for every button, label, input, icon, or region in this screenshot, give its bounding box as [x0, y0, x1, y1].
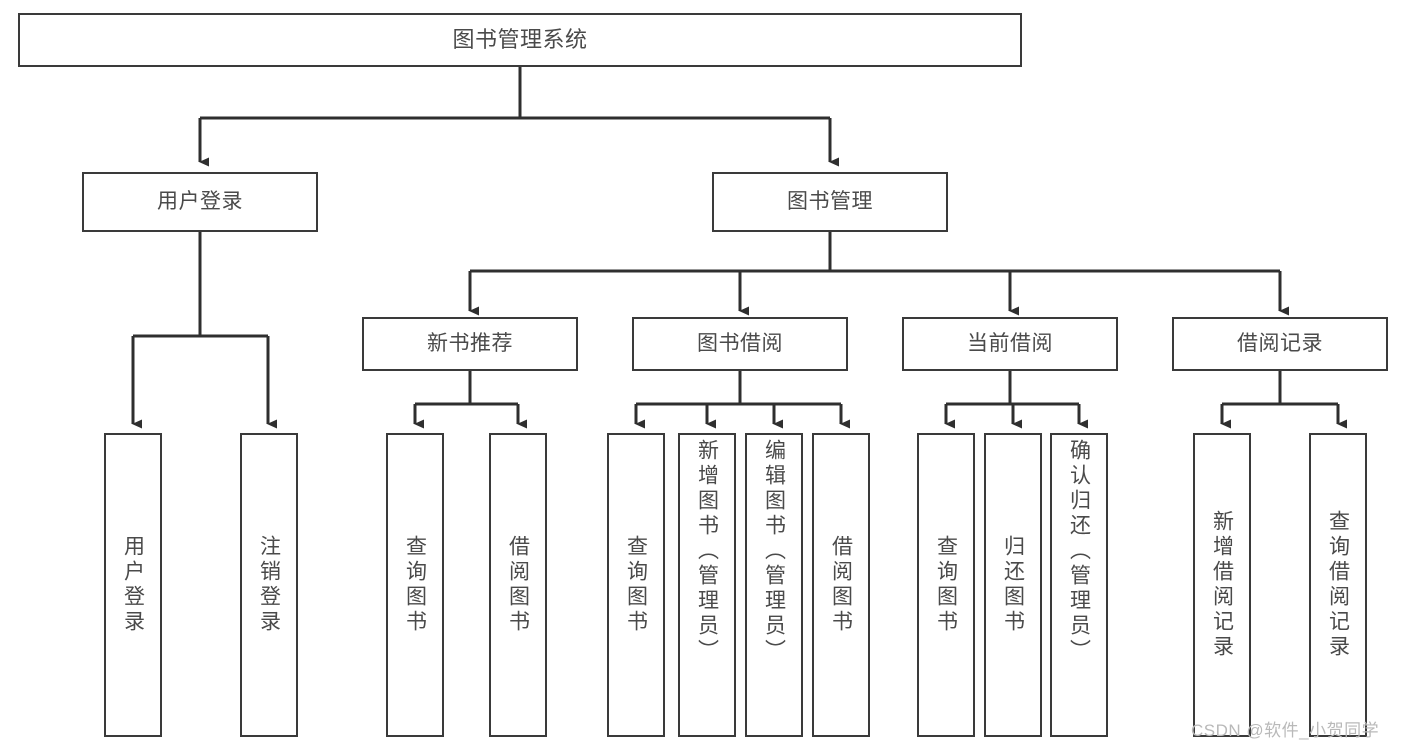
node-book-management[interactable]: 图书管理: [712, 172, 948, 232]
node-label: 确认归还（管理员）: [1067, 439, 1091, 664]
node-current-borrow[interactable]: 当前借阅: [902, 317, 1118, 371]
node-label: 新书推荐: [427, 331, 513, 355]
node-label: 查询图书: [624, 535, 648, 635]
node-user-login[interactable]: 用户登录: [82, 172, 318, 232]
current-borrow-to-leaves-connectors: [944, 371, 1088, 429]
leaf-add-borrow-record[interactable]: 新增借阅记录: [1193, 433, 1251, 737]
leaf-user-login[interactable]: 用户登录: [104, 433, 162, 737]
node-root-book-management-system[interactable]: 图书管理系统: [18, 13, 1022, 67]
leaf-add-book-admin[interactable]: 新增图书（管理员）: [678, 433, 736, 737]
node-label: 借阅图书: [506, 535, 530, 635]
leaf-query-book-current[interactable]: 查询图书: [917, 433, 975, 737]
leaf-return-book[interactable]: 归还图书: [984, 433, 1042, 737]
leaf-query-borrow-record[interactable]: 查询借阅记录: [1309, 433, 1367, 737]
leaf-query-book-recommend[interactable]: 查询图书: [386, 433, 444, 737]
leaf-borrow-book-recommend[interactable]: 借阅图书: [489, 433, 547, 737]
book-borrow-to-leaves-connectors: [634, 371, 850, 429]
node-label: 查询图书: [403, 535, 427, 635]
leaf-confirm-return-admin[interactable]: 确认归还（管理员）: [1050, 433, 1108, 737]
node-label: 借阅记录: [1237, 331, 1323, 355]
node-new-book-recommend[interactable]: 新书推荐: [362, 317, 578, 371]
node-book-borrow[interactable]: 图书借阅: [632, 317, 848, 371]
node-label: 借阅图书: [829, 535, 853, 635]
node-label: 归还图书: [1001, 535, 1025, 635]
node-label: 用户登录: [157, 189, 243, 213]
node-label: 查询借阅记录: [1326, 510, 1350, 660]
node-label: 当前借阅: [967, 331, 1053, 355]
book-manage-to-level3-connectors: [468, 232, 1289, 316]
node-label: 图书管理系统: [452, 27, 588, 53]
node-label: 新增借阅记录: [1210, 510, 1234, 660]
user-login-to-leaves-connectors: [131, 232, 277, 429]
node-borrow-record[interactable]: 借阅记录: [1172, 317, 1388, 371]
node-label: 图书管理: [787, 189, 873, 213]
borrow-record-to-leaves-connectors: [1220, 371, 1347, 429]
node-label: 用户登录: [121, 535, 145, 635]
node-label: 新增图书（管理员）: [695, 439, 719, 664]
leaf-edit-book-admin[interactable]: 编辑图书（管理员）: [745, 433, 803, 737]
node-label: 查询图书: [934, 535, 958, 635]
node-label: 图书借阅: [697, 331, 783, 355]
leaf-borrow-book[interactable]: 借阅图书: [812, 433, 870, 737]
root-to-level2-connectors: [198, 67, 839, 167]
new-book-to-leaves-connectors: [413, 371, 527, 429]
leaf-logout[interactable]: 注销登录: [240, 433, 298, 737]
leaf-query-book-borrow[interactable]: 查询图书: [607, 433, 665, 737]
node-label: 注销登录: [257, 535, 281, 635]
node-label: 编辑图书（管理员）: [762, 439, 786, 664]
